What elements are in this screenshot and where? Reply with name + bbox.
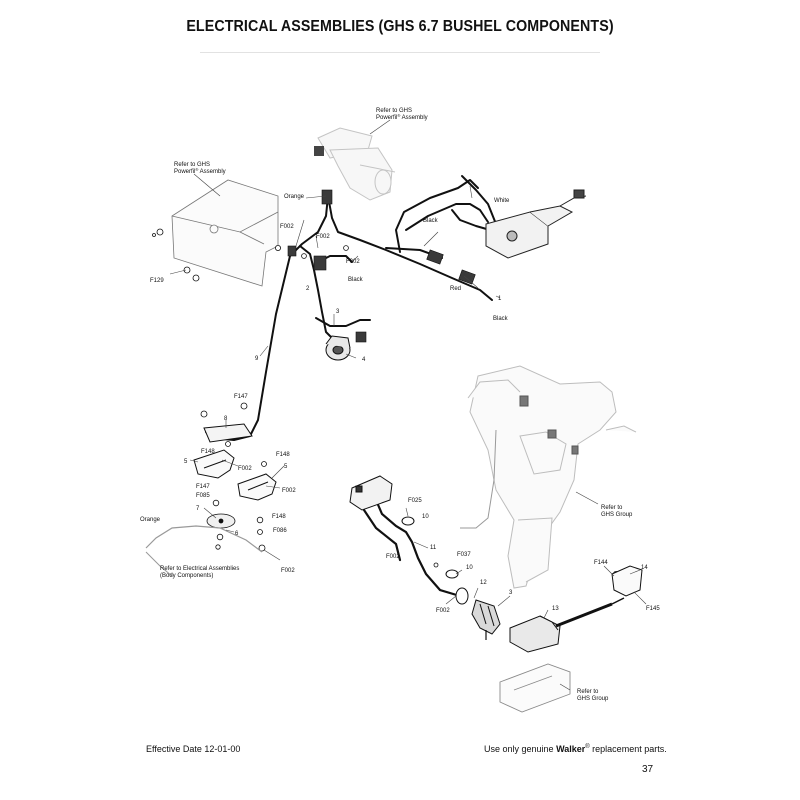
label-f145: F145 — [646, 606, 660, 612]
genuine-parts-notice: Use only genuine Walker® replacement par… — [484, 744, 667, 754]
label-f144: F144 — [594, 560, 608, 566]
leader-lines — [169, 119, 647, 691]
powerfil-mounting-bracket — [171, 179, 279, 287]
page-title: ELECTRICAL ASSEMBLIES (GHS 6.7 BUSHEL CO… — [186, 18, 614, 35]
item-4-switch — [325, 335, 351, 361]
label-black-wire-1: Black — [423, 218, 439, 224]
label-f002-b: F002 — [316, 234, 330, 240]
black-plug-connector — [426, 249, 444, 265]
label-f002-d: F002 — [238, 466, 252, 472]
label-ref-ghs-group-1-2: GHS Group — [601, 512, 633, 518]
hall-sensor-connector — [349, 475, 393, 511]
label-f025: F025 — [408, 498, 422, 504]
label-white-wire: White — [494, 198, 510, 204]
label-item-11: 11 — [430, 545, 437, 551]
title-divider — [200, 52, 600, 53]
label-ref-ghs-group-1-1: Refer to — [601, 505, 623, 511]
label-f002-g: F002 — [386, 554, 400, 560]
item-13-linear-actuator — [509, 597, 625, 653]
label-item-3: 3 — [336, 309, 340, 315]
label-item-5-b: 5 — [284, 464, 288, 470]
label-item-10-a: 10 — [422, 514, 429, 520]
label-black-wire-3: Black — [493, 316, 509, 322]
bracket-plate-8 — [203, 423, 253, 443]
label-ref-electrical-1: Refer to Electrical Assemblies — [160, 566, 239, 572]
label-f037: F037 — [457, 552, 471, 558]
label-item-3-b: 3 — [509, 590, 513, 596]
label-ref-electrical-2: (Body Components) — [160, 573, 213, 579]
label-item-14: 14 — [641, 565, 648, 571]
ghs-group-housing — [467, 365, 637, 589]
label-item-5-a: 5 — [184, 459, 188, 465]
label-item-9: 9 — [255, 356, 259, 362]
label-f148-b: F148 — [276, 452, 290, 458]
connectors — [287, 189, 476, 343]
label-f002-a: F002 — [280, 224, 294, 230]
label-f148-a: F148 — [201, 449, 215, 455]
item-3-plug — [455, 587, 469, 605]
callout-labels: Refer to GHS Powerfil® Assembly Refer to… — [140, 108, 660, 702]
powerfil-motor-assembly — [317, 127, 396, 201]
label-ref-ghs-powerfil-top-2: Powerfil® Assembly — [376, 113, 428, 121]
label-orange-top: Orange — [284, 194, 305, 200]
label-ref-ghs-powerfil-left-1: Refer to GHS — [174, 162, 210, 168]
top-connector — [321, 189, 333, 205]
orange-wire-bottom — [145, 525, 263, 553]
label-ref-ghs-group-2-2: GHS Group — [577, 696, 609, 702]
label-ref-ghs-group-2-1: Refer to — [577, 689, 599, 695]
effective-date: Effective Date 12-01-00 — [146, 744, 241, 754]
label-item-4: 4 — [362, 357, 366, 363]
label-f147-b: F147 — [196, 484, 210, 490]
registered-mark: ® — [585, 744, 590, 750]
label-item-13: 13 — [552, 606, 559, 612]
item-14-bracket — [611, 565, 643, 597]
label-f129: F129 — [150, 278, 164, 284]
item-5-bracket-right — [237, 473, 277, 501]
red-plug-connector — [458, 269, 476, 285]
item-5-bracket-left — [193, 449, 235, 479]
brand-name: Walker — [556, 744, 586, 754]
label-f002-f: F002 — [281, 568, 295, 574]
motor-terminal — [314, 146, 324, 156]
notice-suffix: replacement parts. — [589, 744, 667, 754]
label-ref-ghs-powerfil-top-1: Refer to GHS — [376, 108, 412, 114]
notice-prefix: Use only genuine — [484, 744, 557, 754]
item-12-rubber-boot — [471, 599, 501, 635]
item-7-magnet — [206, 513, 236, 529]
label-item-1: 1 — [498, 296, 502, 302]
relay-connector-2 — [313, 255, 327, 271]
item-10-grommets — [401, 516, 459, 579]
label-red-wire: Red — [450, 286, 461, 292]
label-ref-ghs-powerfil-left-2: Powerfil® Assembly — [174, 167, 226, 175]
label-f148-c: F148 — [272, 514, 286, 520]
label-item-2: 2 — [306, 286, 310, 292]
label-f002-e: F002 — [282, 488, 296, 494]
actuator-module-top-right — [485, 189, 587, 259]
label-f002-c: F002 — [346, 259, 360, 265]
switch-connector — [355, 331, 367, 343]
label-item-6: 6 — [235, 531, 239, 537]
label-f147-a: F147 — [234, 394, 248, 400]
label-item-10-b: 10 — [466, 565, 473, 571]
label-black-wire-2: Black — [348, 277, 364, 283]
label-f002-h: F002 — [436, 608, 450, 614]
harness-clip — [287, 245, 297, 257]
ghs-wire — [460, 429, 497, 529]
label-item-12: 12 — [480, 580, 487, 586]
page-number: 37 — [642, 764, 654, 775]
ghs-group-plate — [499, 663, 571, 713]
label-f086: F086 — [273, 528, 287, 534]
label-orange-bottom: Orange — [140, 517, 161, 523]
label-item-7: 7 — [196, 506, 200, 512]
label-item-8: 8 — [224, 416, 228, 422]
orange-wire-tail — [145, 551, 173, 577]
sensor-harness-11 — [362, 498, 462, 598]
label-f085: F085 — [196, 493, 210, 499]
